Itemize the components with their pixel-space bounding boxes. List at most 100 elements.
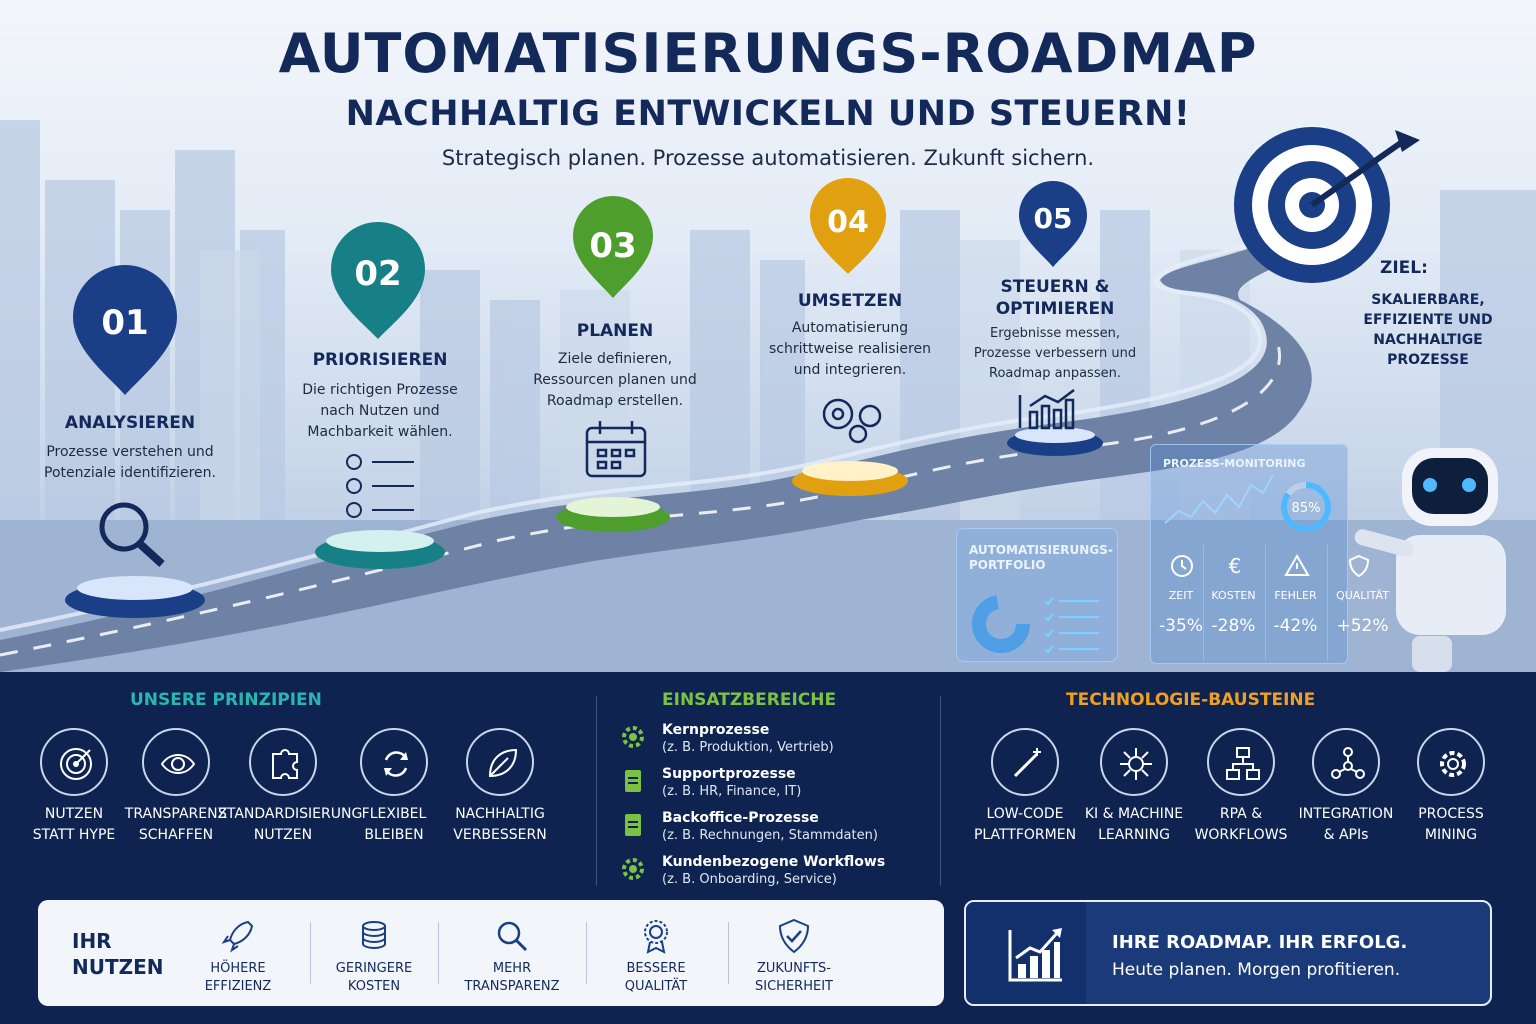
checklist-icon (1044, 597, 1099, 654)
refresh-icon (360, 728, 428, 796)
pin-01-icon: 01 (73, 265, 177, 395)
platform-02 (315, 530, 445, 569)
svg-text:03: 03 (589, 226, 636, 266)
technology-label: RPA &WORKFLOWS (1194, 806, 1288, 843)
kpi-quality: QUALITÄT+52% (1327, 545, 1397, 660)
svg-text:01: 01 (101, 303, 148, 343)
growth-chart-box (966, 902, 1086, 1004)
robot-illustration (1354, 448, 1506, 672)
divider (596, 696, 597, 886)
puzzle-icon (249, 728, 317, 796)
magnifier-icon (99, 502, 165, 567)
document-icon (625, 770, 641, 792)
euro-icon: € (1229, 554, 1242, 578)
city-road-background: 01 02 03 04 05 (0, 120, 1536, 672)
pin-04-icon: 04 (810, 178, 886, 274)
platform-05 (1007, 427, 1103, 456)
step-01-title: ANALYSIEREN (64, 413, 196, 433)
pin-03-icon: 03 (573, 196, 653, 298)
mining-gear-icon (1417, 728, 1485, 796)
shield-check-icon (778, 918, 810, 954)
clock-icon (1171, 555, 1193, 577)
target-goal-icon (1234, 127, 1420, 283)
warning-icon (1284, 554, 1310, 576)
kpi-errors: FEHLER-42% (1265, 545, 1325, 660)
gauge-arc (1281, 482, 1331, 532)
svg-text:€: € (1229, 554, 1242, 578)
divider (438, 922, 439, 984)
gears-icon (822, 398, 882, 444)
divider (310, 922, 311, 984)
monitoring-title: PROZESS-MONITORING (1163, 457, 1306, 470)
step-05-title: STEUERN &OPTIMIEREN (995, 277, 1115, 319)
rocket-icon (221, 920, 254, 953)
svg-text:04: 04 (827, 205, 869, 240)
wand-icon (991, 728, 1059, 796)
gear-icon (622, 858, 644, 880)
technology-label: INTEGRATION& APIs (1298, 806, 1394, 843)
step-05-description: Ergebnisse messen,Prozesse verbessern un… (973, 326, 1137, 381)
step-04-title: UMSETZEN (797, 291, 903, 311)
divider (586, 922, 587, 984)
magnifier-icon (497, 921, 528, 952)
pin-02-icon: 02 (331, 222, 425, 339)
divider (940, 696, 941, 886)
step-02-title: PRIORISIEREN (312, 350, 448, 370)
workflow-icon (1207, 728, 1275, 796)
growth-chart-icon (1008, 928, 1062, 982)
gauge-value: 85% (1292, 501, 1321, 516)
portfolio-panel: AUTOMATISIERUNGS-PORTFOLIO (956, 528, 1118, 662)
platform-03 (556, 497, 670, 532)
goal-label: ZIEL: (1380, 258, 1428, 278)
monitoring-panel: PROZESS-MONITORING 85% ZEIT-35% € KOSTEN… (1150, 444, 1389, 664)
pin-05-icon: 05 (1019, 181, 1087, 267)
kpi-costs: € KOSTEN-28% (1203, 545, 1263, 660)
checklist-icon (346, 454, 414, 518)
divider (728, 922, 729, 984)
portfolio-chart (972, 595, 1099, 654)
svg-text:02: 02 (354, 254, 401, 294)
bar-chart-icon (1018, 389, 1075, 430)
monitoring-chart: 85% (1164, 474, 1331, 532)
trend-line (1164, 474, 1274, 524)
einsatz-title: EINSATZBEREICHE (662, 690, 837, 710)
platform-04 (792, 461, 908, 496)
gear-icon (622, 726, 644, 748)
medal-icon (644, 920, 668, 954)
coins-icon (362, 921, 386, 950)
subtitle: NACHHALTIG ENTWICKELN UND STEUERN! (345, 94, 1191, 134)
leaf-icon (466, 728, 534, 796)
eye-icon (142, 728, 210, 796)
document-icon (625, 814, 641, 836)
target-icon (40, 728, 108, 796)
success-text: Heute planen. Morgen profitieren. (1112, 960, 1401, 980)
technology-title: TECHNOLOGIE-BAUSTEINE (1066, 690, 1316, 710)
platform-01 (65, 576, 205, 618)
svg-text:05: 05 (1034, 202, 1073, 235)
benefit-item: ZUKUNFTS-SICHERHEIT (729, 918, 859, 996)
quality-shield-icon (1348, 554, 1370, 578)
kpi-time: ZEIT-35% (1151, 545, 1211, 660)
integration-icon (1312, 728, 1380, 796)
calendar-icon (585, 421, 647, 478)
principles-title: UNSERE PRINZIPIEN (130, 690, 322, 710)
donut-chart-icon (972, 595, 1030, 653)
